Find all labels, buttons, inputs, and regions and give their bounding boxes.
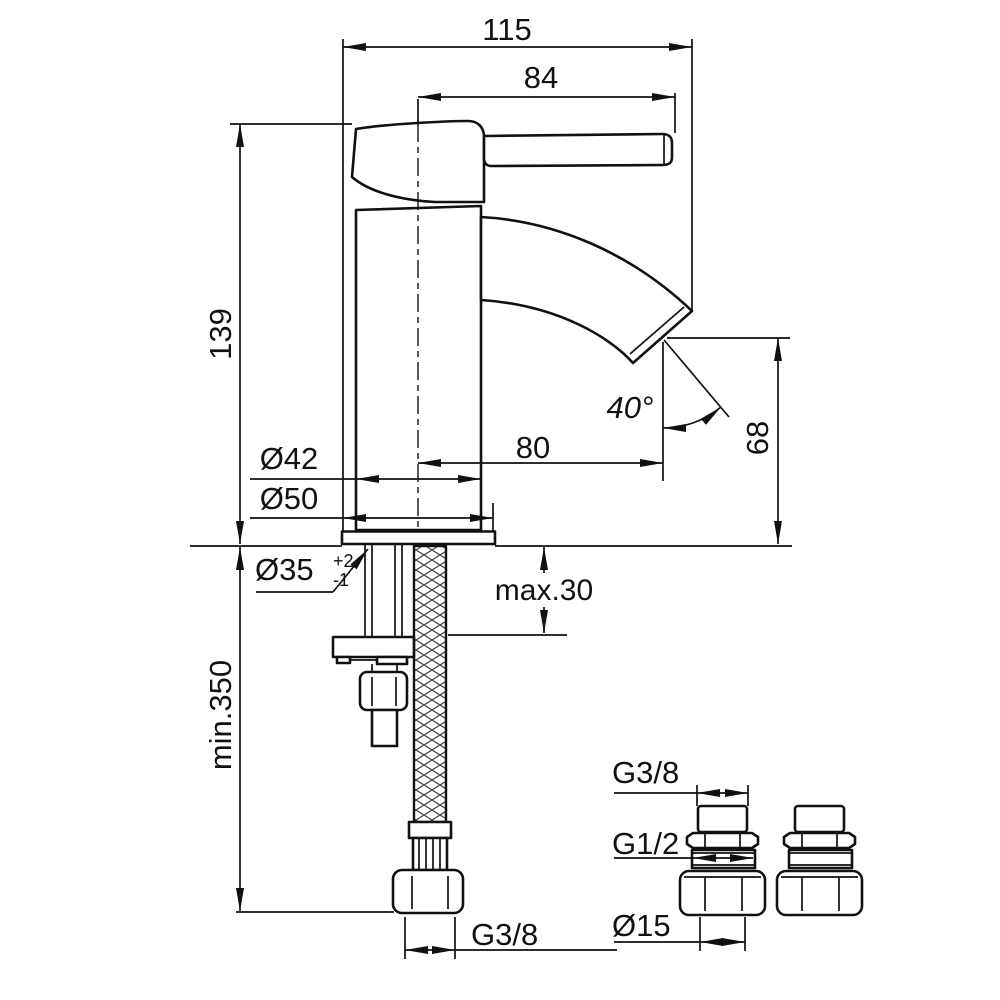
base-flange: [340, 530, 497, 546]
dim-label-hose-min-length: min.350: [203, 660, 238, 770]
dim-label-spout-angle: 40°: [607, 390, 654, 425]
mounting-hardware: [331, 545, 416, 748]
adapter-fittings: [678, 804, 864, 917]
dim-label-adapter-mid-thread: G1/2: [612, 826, 679, 861]
dim-label-base-diameter: Ø50: [260, 481, 319, 516]
faucet-outline: [340, 119, 694, 546]
dim-label-hole-tol-plus: +2: [333, 551, 354, 571]
mounting-bracket: [331, 635, 416, 659]
spout-mouth-inner-line: [629, 306, 685, 355]
dim-deck-thickness: max.30: [448, 547, 593, 636]
dim-label-overall-width: 115: [482, 12, 531, 47]
dim-label-deck-thickness: max.30: [495, 574, 593, 607]
dim-label-adapter-top-thread: G3/8: [612, 755, 679, 790]
adapter-fitting-2: [775, 804, 864, 917]
bracket-clip: [335, 655, 352, 665]
dim-spout-reach: 80: [418, 342, 664, 481]
dim-label-hose-thread: G3/8: [471, 917, 538, 952]
dim-label-outlet-height: 68: [740, 421, 775, 455]
fixing-nut: [358, 670, 409, 712]
fitting-nut: [678, 869, 767, 917]
adapter-fitting: [678, 804, 767, 917]
dim-adapter-pipe-diameter: Ø15: [612, 908, 746, 951]
dim-outlet-height: 68: [667, 337, 790, 544]
handle-lever: [482, 132, 674, 168]
dim-overall-width: 115: [342, 12, 693, 532]
dim-label-hole-diameter: Ø35: [255, 552, 314, 587]
dim-spout-angle: 40°: [607, 339, 730, 433]
dim-label-body-height: 139: [203, 308, 238, 360]
hose-braid: [412, 544, 448, 824]
dim-label-spout-reach: 80: [516, 430, 550, 465]
dim-lever-length: 84: [417, 60, 676, 133]
hose-nut: [391, 868, 465, 915]
supply-hose: [391, 544, 465, 915]
dim-adapter-top-thread: G3/8: [612, 755, 749, 806]
dim-label-adapter-pipe-diameter: Ø15: [612, 908, 671, 943]
dim-hole-diameter: Ø35 +2 -1: [255, 548, 369, 593]
dim-hose-min-length: min.350: [203, 547, 394, 913]
hose-collar: [407, 820, 453, 840]
hose-ribbed-section: [411, 836, 449, 872]
dim-label-hole-tol-minus: -1: [333, 570, 349, 590]
dim-adapter-mid-thread: G1/2: [612, 826, 753, 862]
dim-label-body-diameter: Ø42: [260, 441, 319, 476]
faucet-spout: [479, 215, 694, 365]
bracket-tab: [375, 655, 409, 666]
dim-base-diameter: Ø50: [250, 481, 494, 531]
fitting-thread-stub: [696, 804, 749, 834]
dim-hose-thread: G3/8: [404, 917, 617, 959]
dim-body-diameter: Ø42: [250, 441, 481, 483]
dim-body-height: 139: [203, 123, 352, 544]
fitting-hex-collar: [685, 831, 760, 850]
threaded-rod-end: [370, 708, 399, 748]
dim-label-lever-length: 84: [524, 60, 558, 95]
